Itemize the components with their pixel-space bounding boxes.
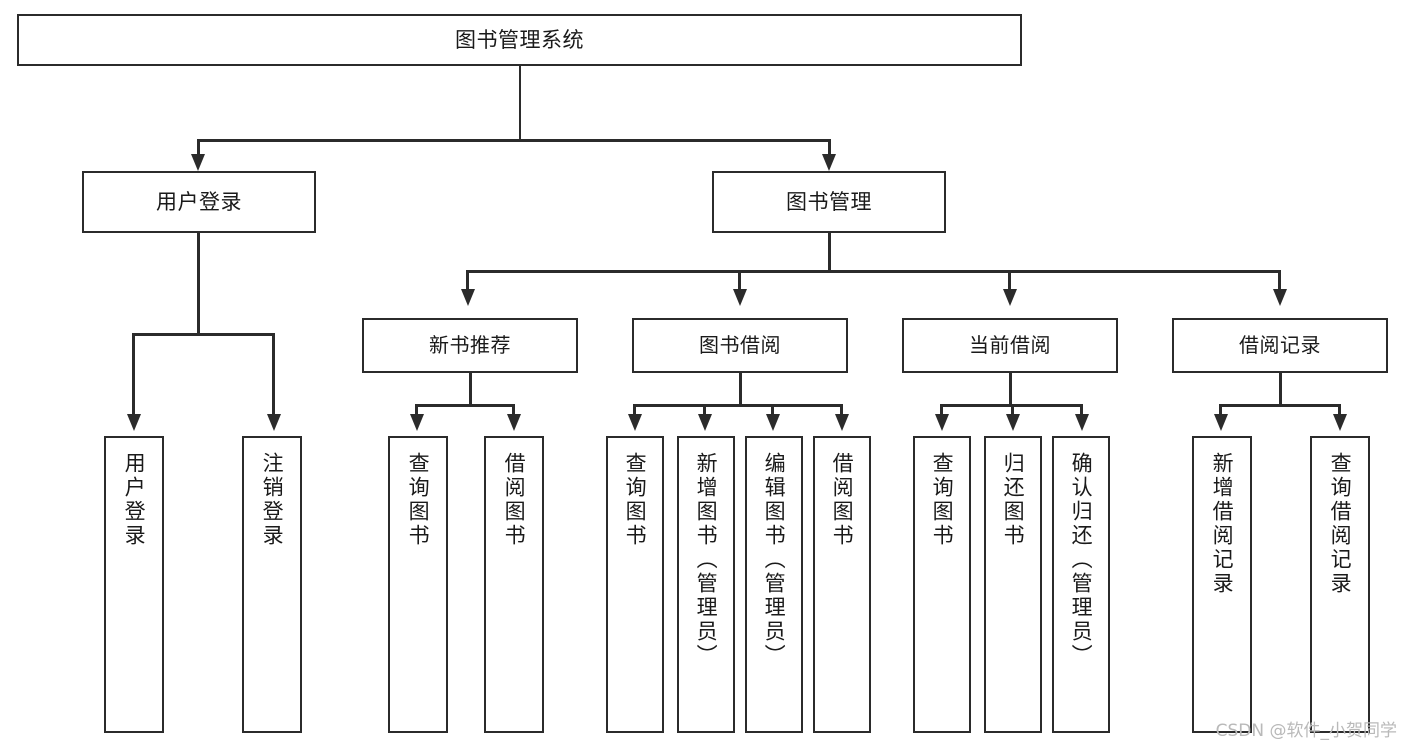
node-leaf-borrow-book-1[interactable]: 借阅图书 [484, 436, 544, 733]
edge-drop-leaf-edit-book [771, 404, 774, 418]
node-leaf-user-login[interactable]: 用户登录 [104, 436, 164, 733]
node-label: 归还图书 [1001, 452, 1026, 548]
node-new-book-recommend[interactable]: 新书推荐 [362, 318, 578, 373]
arrowhead-leaf-query-book-2 [627, 414, 642, 431]
edge-new-book-stem [469, 373, 472, 406]
node-leaf-borrow-book-2[interactable]: 借阅图书 [813, 436, 871, 733]
node-label: 图书管理系统 [455, 27, 584, 52]
node-borrow-record[interactable]: 借阅记录 [1172, 318, 1388, 373]
node-leaf-query-book-1[interactable]: 查询图书 [388, 436, 448, 733]
arrowhead-current-borrow [1002, 289, 1017, 306]
edge-drop-leaf-add-book [703, 404, 706, 418]
arrowhead-leaf-add-record [1213, 414, 1228, 431]
node-leaf-query-book-3[interactable]: 查询图书 [913, 436, 971, 733]
edge-book-borrow-stem [739, 373, 742, 406]
node-label: 图书管理 [786, 189, 872, 214]
edge-borrow-record-stem [1279, 373, 1282, 406]
node-book-management[interactable]: 图书管理 [712, 171, 946, 233]
arrowhead-leaf-confirm-return [1074, 414, 1089, 431]
arrowhead-leaf-query-book-1 [409, 414, 424, 431]
node-leaf-return-book[interactable]: 归还图书 [984, 436, 1042, 733]
node-leaf-query-borrow-record[interactable]: 查询借阅记录 [1310, 436, 1370, 733]
arrowhead-leaf-add-book [697, 414, 712, 431]
edge-level1-drop-book-management [828, 139, 831, 163]
node-label: 新增图书（管理员） [694, 452, 719, 668]
node-leaf-user-logout[interactable]: 注销登录 [242, 436, 302, 733]
arrowhead-leaf-user-login [126, 414, 141, 431]
edge-level2-bus [466, 270, 1280, 273]
arrowhead-book-borrow [732, 289, 747, 306]
edge-book-management-stem [828, 233, 831, 272]
arrowhead-borrow-record [1272, 289, 1287, 306]
edge-drop-leaf-query-book-1 [415, 404, 418, 418]
arrowhead-leaf-query-record [1332, 414, 1347, 431]
node-label: 新增借阅记录 [1210, 452, 1235, 596]
edge-drop-leaf-user-logout [272, 333, 275, 419]
node-label: 确认归还（管理员） [1069, 452, 1094, 668]
edge-book-borrow-leaf-bus [633, 404, 842, 407]
edge-borrow-record-leaf-bus [1219, 404, 1341, 407]
node-label: 新书推荐 [429, 333, 511, 357]
edge-user-login-leaf-bus [132, 333, 275, 336]
edge-root-stem [518, 66, 521, 141]
edge-current-borrow-stem [1009, 373, 1012, 406]
arrowhead-leaf-edit-book [765, 414, 780, 431]
edge-drop-leaf-confirm-return [1080, 404, 1083, 418]
arrowhead-leaf-borrow-book-2 [834, 414, 849, 431]
node-label: 当前借阅 [969, 333, 1051, 357]
edge-drop-leaf-borrow-book-1 [512, 404, 515, 418]
edge-level1-bus [197, 139, 830, 142]
edge-drop-leaf-query-book-2 [633, 404, 636, 418]
node-leaf-query-book-2[interactable]: 查询图书 [606, 436, 664, 733]
node-leaf-add-borrow-record[interactable]: 新增借阅记录 [1192, 436, 1252, 733]
arrowhead-leaf-user-logout [266, 414, 281, 431]
arrowhead-book-management [822, 154, 836, 171]
node-book-borrow[interactable]: 图书借阅 [632, 318, 848, 373]
node-label: 借阅记录 [1239, 333, 1321, 357]
node-label: 借阅图书 [830, 452, 855, 548]
edge-user-login-stem [197, 233, 200, 335]
arrowhead-user-login [191, 154, 205, 171]
edge-level2-drop-new-book [466, 270, 469, 294]
arrowhead-leaf-return-book [1005, 414, 1020, 431]
edge-drop-leaf-return-book [1011, 404, 1014, 418]
arrowhead-leaf-query-book-3 [934, 414, 949, 431]
edge-drop-leaf-user-login [132, 333, 135, 419]
edge-drop-leaf-query-book-3 [940, 404, 943, 418]
node-leaf-edit-book-admin[interactable]: 编辑图书（管理员） [745, 436, 803, 733]
edge-drop-leaf-borrow-book-2 [840, 404, 843, 418]
node-label: 查询图书 [623, 452, 648, 548]
node-label: 图书借阅 [699, 333, 781, 357]
node-leaf-add-book-admin[interactable]: 新增图书（管理员） [677, 436, 735, 733]
edge-level2-drop-current-borrow [1008, 270, 1011, 294]
node-label: 注销登录 [260, 452, 285, 548]
node-label: 查询图书 [930, 452, 955, 548]
node-current-borrow[interactable]: 当前借阅 [902, 318, 1118, 373]
node-leaf-confirm-return-admin[interactable]: 确认归还（管理员） [1052, 436, 1110, 733]
edge-drop-leaf-add-record [1219, 404, 1222, 418]
arrowhead-leaf-borrow-book-1 [506, 414, 521, 431]
arrowhead-new-book-recommend [460, 289, 475, 306]
edge-level2-drop-book-borrow [738, 270, 741, 294]
node-label: 用户登录 [156, 189, 242, 214]
edge-new-book-leaf-bus [415, 404, 515, 407]
node-book-management-system[interactable]: 图书管理系统 [17, 14, 1022, 66]
edge-level1-drop-user-login [197, 139, 200, 163]
node-label: 查询图书 [406, 452, 431, 548]
node-label: 用户登录 [122, 452, 147, 548]
edge-level2-drop-borrow-record [1278, 270, 1281, 294]
node-label: 编辑图书（管理员） [762, 452, 787, 668]
node-label: 查询借阅记录 [1328, 452, 1353, 596]
node-user-login[interactable]: 用户登录 [82, 171, 316, 233]
node-label: 借阅图书 [502, 452, 527, 548]
edge-drop-leaf-query-record [1338, 404, 1341, 418]
